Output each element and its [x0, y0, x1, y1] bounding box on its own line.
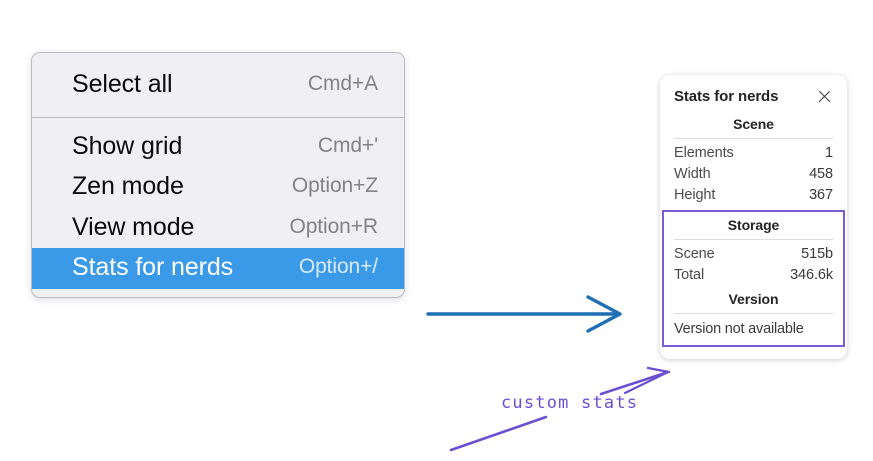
context-menu[interactable]: Select all Cmd+A Show grid Cmd+' Zen mod… — [31, 52, 405, 298]
stat-row-height: Height 367 — [674, 185, 833, 206]
stats-for-nerds-panel: Stats for nerds Scene Elements 1 Width 4… — [660, 75, 847, 359]
stat-row-storage-total: Total 346.6k — [674, 265, 833, 286]
menu-item-shortcut: Cmd+' — [317, 133, 378, 157]
section-divider — [674, 313, 833, 314]
version-text: Version not available — [674, 321, 804, 337]
menu-item-shortcut: Option+Z — [291, 174, 378, 198]
menu-item-label: Stats for nerds — [72, 253, 234, 281]
custom-stats-annotation: custom stats — [501, 393, 639, 413]
section-divider — [674, 239, 833, 240]
stats-panel-body: Scene Elements 1 Width 458 Height 367 St… — [660, 111, 847, 359]
stat-value: 1 — [825, 145, 833, 161]
section-divider — [674, 138, 833, 139]
menu-item-stats-for-nerds[interactable]: Stats for nerds Option+/ — [32, 248, 404, 289]
stat-label: Scene — [674, 246, 715, 262]
menu-item-zen-mode[interactable]: Zen mode Option+Z — [32, 167, 404, 208]
stat-row-elements: Elements 1 — [674, 143, 833, 164]
stat-value: 515b — [801, 246, 833, 262]
menu-item-label: Select all — [72, 70, 173, 98]
menu-group-2: Show grid Cmd+' Zen mode Option+Z View m… — [32, 118, 404, 297]
panel-title: Stats for nerds — [674, 88, 779, 105]
menu-item-shortcut: Cmd+A — [307, 72, 378, 96]
menu-item-shortcut: Option+R — [289, 214, 378, 238]
stat-value: 346.6k — [790, 267, 833, 283]
menu-item-label: View mode — [72, 212, 195, 241]
menu-item-shortcut: Option+/ — [298, 255, 378, 279]
stat-value: 367 — [809, 187, 833, 203]
stat-label: Elements — [674, 145, 734, 161]
purple-underline-stroke — [449, 415, 548, 452]
stat-row-width: Width 458 — [674, 164, 833, 185]
purple-arrow-icon — [599, 366, 671, 396]
stat-label: Total — [674, 267, 705, 283]
menu-item-select-all[interactable]: Select all Cmd+A — [32, 65, 404, 106]
stats-panel-header: Stats for nerds — [660, 75, 847, 111]
blue-arrow-icon — [426, 295, 622, 333]
menu-item-label: Zen mode — [72, 172, 184, 200]
section-heading-storage: Storage — [727, 217, 780, 233]
stat-label: Width — [674, 166, 711, 182]
section-heading-version: Version — [728, 291, 779, 307]
menu-group-1: Select all Cmd+A — [32, 53, 404, 117]
menu-item-label: Show grid — [72, 131, 183, 160]
stat-label: Height — [674, 187, 716, 203]
menu-separator — [32, 116, 404, 118]
stat-value: 458 — [809, 166, 833, 182]
section-heading-scene: Scene — [733, 116, 774, 132]
menu-item-view-mode[interactable]: View mode Option+R — [32, 208, 404, 249]
menu-item-show-grid[interactable]: Show grid Cmd+' — [32, 127, 404, 168]
close-icon[interactable] — [816, 88, 833, 105]
custom-stats-box: Storage Scene 515b Total 346.6k Version … — [662, 210, 845, 347]
stat-row-storage-scene: Scene 515b — [674, 244, 833, 265]
